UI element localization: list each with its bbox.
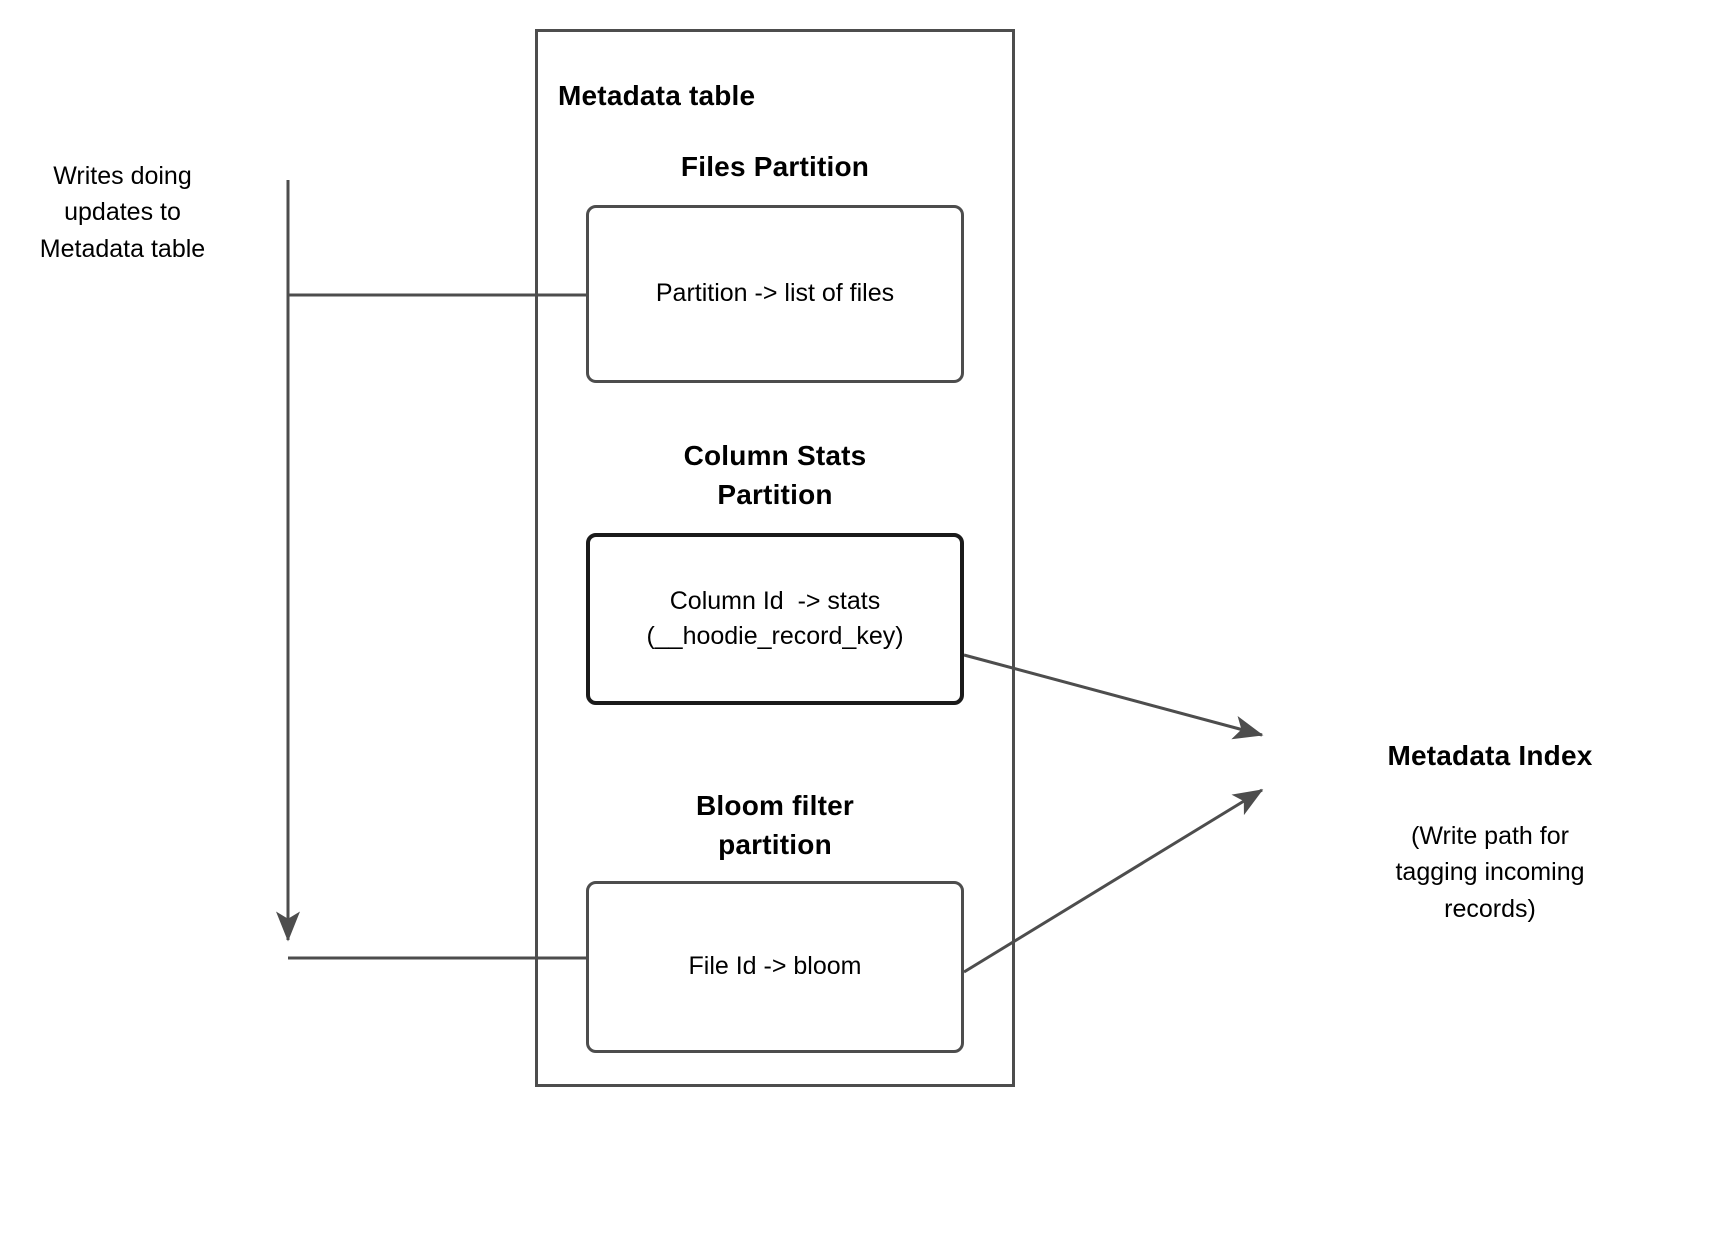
metadata-index-title: Metadata Index bbox=[1387, 740, 1593, 771]
metadata-table-title: Metadata table bbox=[558, 80, 756, 111]
files-partition-box: Partition -> list of files bbox=[586, 205, 964, 383]
bloom-filter-partition-box-text: File Id -> bloom bbox=[688, 952, 862, 981]
metadata-table-container bbox=[535, 29, 1015, 1087]
bloom-filter-partition-box: File Id -> bloom bbox=[586, 881, 964, 1053]
metadata-index-caption: (Write path for tagging incoming records… bbox=[1395, 822, 1585, 923]
files-partition-heading: Files Partition bbox=[680, 151, 870, 182]
column-stats-partition-box: Column Id -> stats (__hoodie_record_key) bbox=[586, 533, 964, 705]
writes-annotation-label: Writes doing updates to Metadata table bbox=[39, 162, 206, 263]
column-stats-partition-box-text: Column Id -> stats (__hoodie_record_key) bbox=[646, 586, 904, 651]
files-partition-box-text: Partition -> list of files bbox=[655, 279, 895, 308]
bloom-filter-partition-heading: Bloom filter partition bbox=[696, 790, 854, 860]
column-stats-partition-heading: Column Stats Partition bbox=[683, 440, 867, 510]
